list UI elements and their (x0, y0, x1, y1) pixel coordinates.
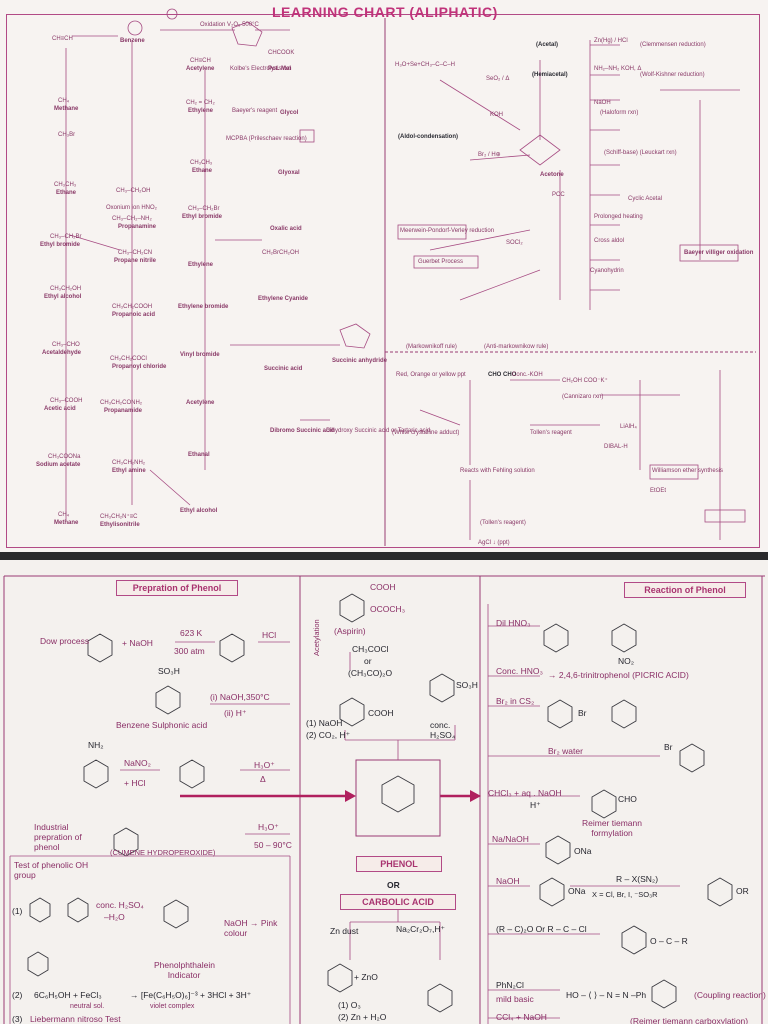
reaction-of-phenol-title: Reaction of Phenol (624, 582, 746, 598)
phenol-lines (3, 575, 765, 1024)
aliphatic-chart-sheet: LEARNING CHART (ALIPHATIC) (0, 4, 768, 554)
prep-of-phenol-title: Prepration of Phenol (116, 580, 238, 596)
test-title: Test of phenolic OH group (14, 860, 89, 880)
phenol-chart-sheet: Prepration of Phenol Reaction of Phenol … (0, 560, 768, 1024)
chart1-frame (6, 14, 760, 548)
acetylene-label: CH≡CH (52, 36, 73, 42)
chart1-lines (65, 8, 756, 546)
phenol-box: PHENOL (356, 856, 442, 872)
benzene-label: Benzene (120, 38, 145, 44)
carbolic-acid-box: CARBOLIC ACID (340, 894, 456, 910)
chart1-title: LEARNING CHART (ALIPHATIC) (272, 4, 498, 20)
page-gap (0, 552, 768, 560)
